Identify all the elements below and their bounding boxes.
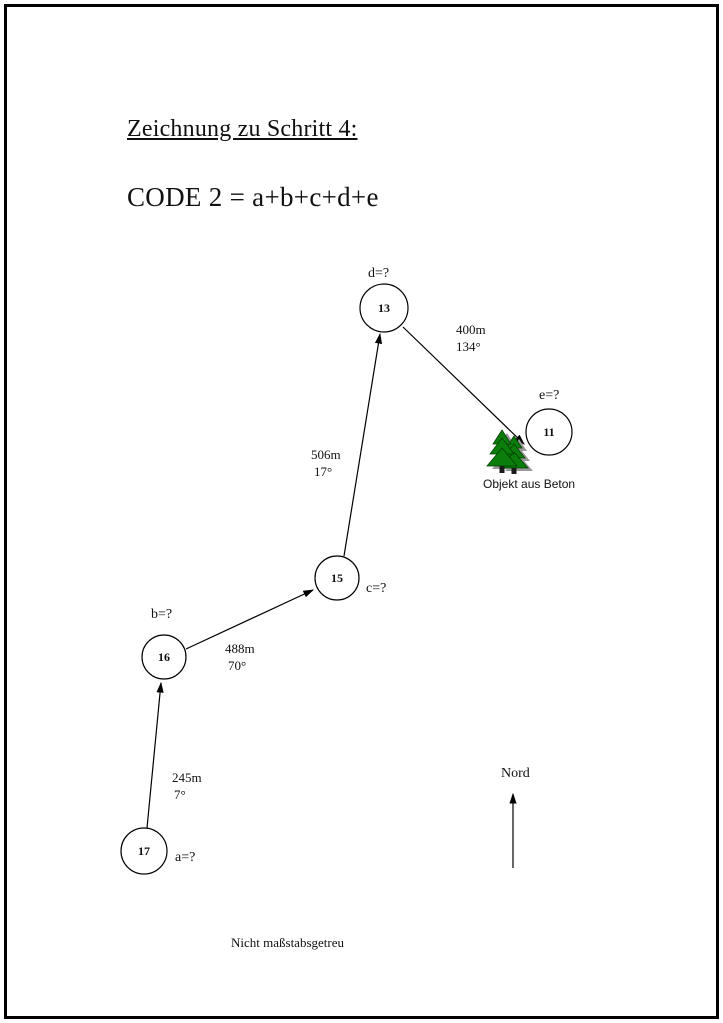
node-17-circle bbox=[120, 827, 168, 875]
leg-b-distance: 488m bbox=[225, 641, 255, 656]
leg-d-arrow bbox=[402, 326, 525, 445]
leg-b-arrow bbox=[185, 589, 315, 650]
node-13-label: 13 bbox=[378, 301, 390, 315]
node-11-label: 11 bbox=[543, 425, 554, 439]
unknown-b-label: b=? bbox=[151, 607, 172, 622]
node-16-label: 16 bbox=[158, 650, 170, 664]
node-15-label: 15 bbox=[331, 571, 343, 585]
node-11-circle bbox=[525, 408, 573, 456]
unknown-d-label: d=? bbox=[368, 266, 389, 281]
unknown-c-label: c=? bbox=[366, 581, 386, 596]
leg-a-bearing: 7° bbox=[174, 787, 186, 802]
node-17-label: 17 bbox=[138, 844, 150, 858]
unknown-a-label: a=? bbox=[175, 850, 195, 865]
footer-note: Nicht maßstabsgetreu bbox=[231, 935, 344, 950]
node-15-circle bbox=[314, 555, 360, 601]
leg-c-distance: 506m bbox=[311, 447, 341, 462]
leg-d-distance: 400m bbox=[456, 322, 486, 337]
leg-c-bearing: 17° bbox=[314, 464, 332, 479]
leg-a-distance: 245m bbox=[172, 770, 202, 785]
north-label: Nord bbox=[501, 766, 530, 781]
leg-b-bearing: 70° bbox=[228, 658, 246, 673]
leg-c-arrow bbox=[343, 332, 383, 557]
code-formula: CODE 2 = a+b+c+d+e bbox=[127, 182, 379, 212]
node-13-circle bbox=[359, 283, 409, 333]
unknown-e-label: e=? bbox=[539, 388, 559, 403]
page-title: Zeichnung zu Schritt 4: bbox=[127, 116, 358, 142]
object-label: Objekt aus Beton bbox=[483, 477, 575, 491]
node-16-circle bbox=[141, 634, 187, 680]
leg-d-bearing: 134° bbox=[456, 339, 481, 354]
leg-a-arrow bbox=[146, 681, 164, 829]
tree-icon bbox=[486, 429, 529, 474]
